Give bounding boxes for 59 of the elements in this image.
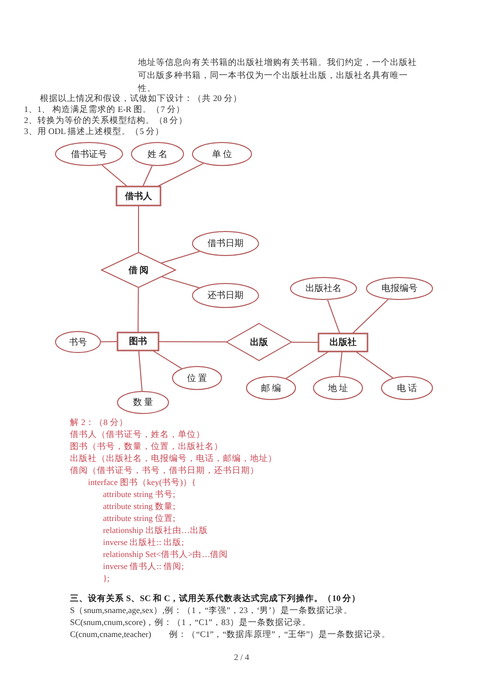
connector-line [291, 342, 318, 343]
relationship-diamond: 借 阅 [101, 252, 176, 288]
attribute-ellipse: 数 量 [117, 391, 169, 414]
attribute-ellipse: 还书日期 [192, 283, 259, 308]
connector-line [286, 352, 328, 379]
page-number: 2 / 4 [234, 652, 250, 663]
task-text: 2、转换为等价的关系模型结构。（8 分） [24, 115, 188, 126]
task-text: 3、用 ODL 描述上述模型。（5 分） [24, 126, 164, 137]
code-line: relationship 出版社由…出版 [103, 525, 208, 536]
question-heading: 三、设有关系 S、SC 和 C，试用关系代数表达式完成下列操作。（10 分） [70, 593, 361, 604]
relation-example: SC(snum,cnum,score)，例：（1，“C1”，83）是一条数据记录。 [70, 617, 311, 628]
connector-line [138, 206, 139, 252]
connector-line [142, 165, 153, 186]
relation-schema: 图书（书号，数量，位置，出版社名） [70, 441, 223, 452]
attribute-ellipse: 邮 编 [246, 376, 296, 400]
attribute-ellipse: 出版社名 [290, 277, 357, 300]
attribute-ellipse: 书号 [55, 331, 101, 353]
answer-heading: 解 2：（8 分） [70, 417, 128, 428]
code-line: }; [103, 573, 110, 584]
connector-line [138, 287, 139, 332]
connector-line [158, 162, 204, 186]
relationship-diamond: 出版 [226, 323, 292, 361]
connector-line [138, 350, 143, 392]
relation-schema: 借书人（借书证号，姓名，单位） [70, 429, 205, 440]
attribute-ellipse: 借书证号 [55, 142, 123, 166]
code-line: interface 图书（key(书号)）{ [88, 477, 196, 488]
code-line: inverse 借书人:: 借阅; [103, 561, 184, 572]
code-line: attribute string 数量; [103, 501, 176, 512]
question-text: 根据以上情况和假设，试做如下设计：（共 20 分） [40, 93, 242, 104]
entity-box: 出版社 [318, 333, 368, 352]
relation-example: S（snum,sname,age,sex）,例：（1，“李强”，23，‘男’）是一条数据记录。 [70, 605, 352, 616]
attribute-ellipse: 地 址 [313, 376, 363, 400]
relation-schema: 借阅（借书证号，书号，借书日期，还书日期） [70, 465, 259, 476]
connector-line [161, 276, 200, 288]
connector-line [158, 341, 227, 342]
connector-line [356, 352, 394, 378]
entity-box: 借书人 [116, 186, 161, 206]
connector-line [152, 350, 182, 370]
entity-box: 图书 [117, 332, 159, 351]
paragraph: 地址等信息向有关书籍的出版社增购有关书籍。我们约定，一个出版社可出版多种书籍，同一本书仅为一个出版社出版，出版社名具有唯一性。 [138, 56, 418, 94]
code-line: inverse 出版社:: 出版; [103, 537, 184, 548]
code-line: relationship Set<借书人>由…借阅 [103, 549, 228, 560]
task-text: 1、1、 构造满足需求的 E-R 图。（7 分） [24, 104, 185, 115]
connector-line [352, 298, 389, 334]
relation-schema: 出版社（出版社名，电报编号，电话，邮编，地址） [70, 453, 277, 464]
connector-line [160, 250, 200, 264]
connector-line [327, 299, 340, 334]
attribute-ellipse: 姓 名 [131, 142, 184, 166]
code-line: attribute string 书号; [103, 489, 176, 500]
code-line: attribute string 位置; [103, 513, 176, 524]
connector-line [102, 164, 128, 186]
attribute-ellipse: 电报编号 [366, 277, 433, 300]
attribute-ellipse: 单 位 [192, 142, 252, 166]
connector-line [338, 352, 342, 377]
relation-example: C(cnum,cname,teacher) 例：（“C1”，“数据库原理”，“王华”）是一条数据记录。 [70, 629, 391, 640]
connector-line [100, 341, 118, 342]
attribute-ellipse: 位 置 [172, 366, 222, 390]
attribute-ellipse: 借书日期 [192, 231, 259, 256]
attribute-ellipse: 电 话 [381, 376, 433, 400]
